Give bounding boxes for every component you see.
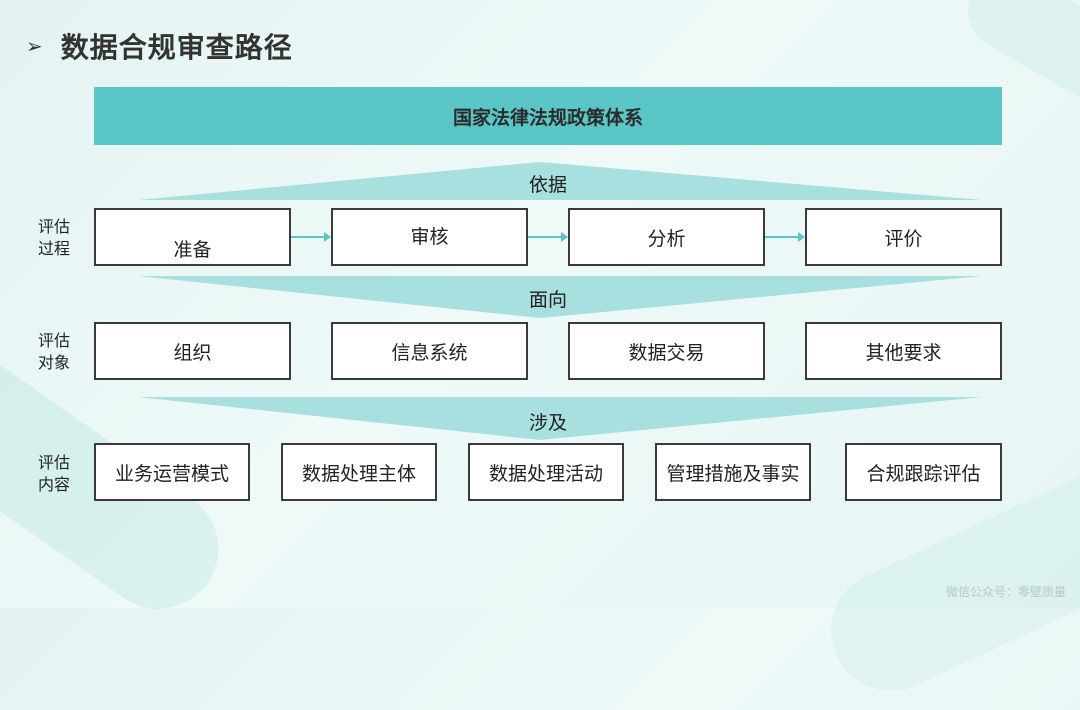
content-label: 数据处理活动	[488, 462, 603, 485]
object-data-transaction: 数据交易	[568, 322, 765, 380]
legal-framework-bar: 国家法律法规政策体系	[94, 87, 1002, 145]
process-step-label: 审核	[410, 225, 449, 248]
process-step-label: 准备	[173, 238, 212, 261]
content-processing-activities: 数据处理活动	[468, 443, 624, 501]
process-step-evaluate: 评价	[805, 208, 1002, 266]
content-label: 数据处理主体	[301, 462, 416, 485]
process-arrow	[291, 232, 331, 242]
object-information-system: 信息系统	[331, 322, 528, 380]
object-other-requirements: 其他要求	[805, 322, 1002, 380]
triangle-arrow-icon: ➢	[26, 34, 43, 58]
object-label: 信息系统	[391, 341, 468, 364]
connector-bands	[138, 162, 982, 440]
content-data-processor: 数据处理主体	[281, 443, 437, 501]
basis-label: 依据	[528, 174, 567, 196]
process-step-review: 审核	[331, 208, 528, 266]
content-label: 合规跟踪评估	[866, 462, 981, 485]
involves-label: 涉及	[528, 412, 567, 434]
object-label: 数据交易	[628, 341, 705, 364]
object-label: 组织	[173, 341, 212, 364]
process-step-analyze: 分析	[568, 208, 765, 266]
involves-band	[138, 397, 982, 440]
content-label: 业务运营模式	[114, 462, 229, 485]
content-compliance-tracking: 合规跟踪评估	[845, 443, 1002, 501]
page-title: 数据合规审查路径	[60, 31, 293, 64]
object-label: 其他要求	[865, 341, 942, 364]
content-label: 管理措施及事实	[666, 462, 800, 485]
page-title-row: ➢ 数据合规审查路径	[26, 26, 293, 66]
process-step-prepare: 准备	[94, 208, 291, 266]
watermark: 微信公众号：零壁质量	[945, 585, 1066, 599]
process-step-label: 评价	[884, 227, 923, 250]
process-step-label: 分析	[647, 227, 686, 250]
content-management-measures: 管理措施及事实	[655, 443, 811, 501]
process-arrow	[765, 232, 805, 242]
facing-label: 面向	[528, 289, 567, 311]
legal-framework-label: 国家法律法规政策体系	[452, 106, 643, 129]
row-label-process: 评估过程	[37, 217, 70, 258]
basis-band	[138, 162, 982, 200]
process-arrow	[528, 232, 568, 242]
content-business-model: 业务运营模式	[94, 443, 250, 501]
object-organization: 组织	[94, 322, 291, 380]
facing-band	[138, 276, 982, 318]
row-label-objects: 评估对象	[37, 331, 70, 372]
row-label-content: 评估内容	[37, 453, 70, 494]
